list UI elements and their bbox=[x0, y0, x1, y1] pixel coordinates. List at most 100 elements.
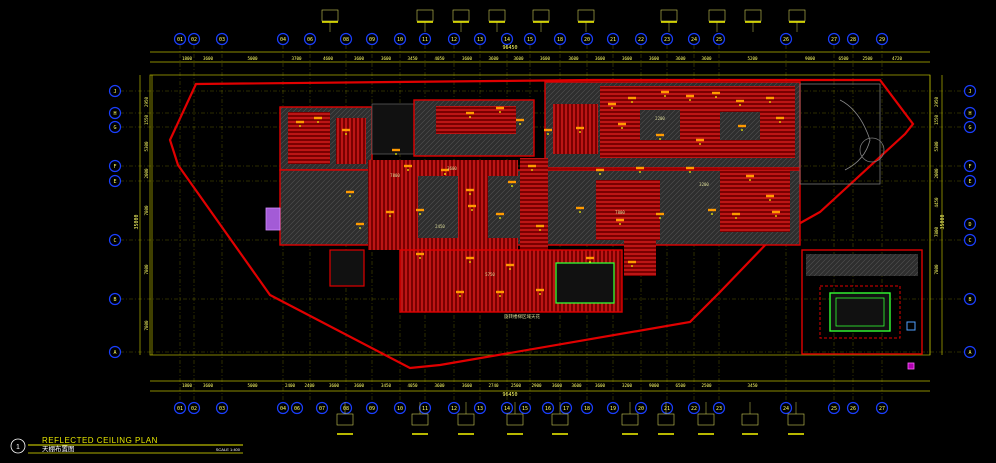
column-bubble-top-24: 24 bbox=[687, 32, 701, 46]
column-bubble-top-03: 03 bbox=[215, 32, 229, 46]
dim-top-span: 3600 bbox=[354, 56, 365, 61]
column-bubble-bottom-23-circle bbox=[712, 401, 726, 415]
fixture-dot-46 bbox=[509, 268, 511, 270]
row-bubble-left-F-circle bbox=[108, 159, 122, 173]
row-bubble-left-J: J bbox=[108, 84, 122, 98]
fixture-dot-27 bbox=[639, 171, 641, 173]
column-bubble-bottom-20-circle bbox=[634, 401, 648, 415]
dim-right-span: 2000 bbox=[934, 168, 939, 179]
column-bubble-bottom-18-label: 18 bbox=[584, 406, 590, 412]
dim-left-span: 7800 bbox=[144, 205, 149, 216]
fixture-dot-44 bbox=[419, 257, 421, 259]
fixture-40 bbox=[708, 208, 716, 212]
title-subtitle: 天棚布置图 bbox=[42, 444, 75, 453]
fixture-39 bbox=[656, 212, 664, 216]
callout-top-0 bbox=[321, 9, 339, 22]
room-tag-6: 3200 bbox=[699, 182, 709, 187]
column-bubble-top-03-label: 03 bbox=[219, 37, 225, 43]
fixture-20 bbox=[776, 116, 784, 120]
fixture-dot-1 bbox=[317, 121, 319, 123]
row-bubble-right-D-circle bbox=[963, 217, 977, 231]
fixture-dot-24 bbox=[511, 185, 513, 187]
row-bubble-left-E: E bbox=[108, 174, 122, 188]
column-bubble-top-27: 27 bbox=[827, 32, 841, 46]
fixture-3 bbox=[392, 148, 400, 152]
row-bubble-left-G: G bbox=[108, 120, 122, 134]
row-bubble-left-H-label: H bbox=[113, 111, 116, 117]
column-bubble-top-12: 12 bbox=[447, 32, 461, 46]
row-bubble-right-A-label: A bbox=[968, 350, 971, 356]
dim-top-span: 3600 bbox=[622, 56, 633, 61]
dim-bottom-span: 3600 bbox=[434, 383, 445, 388]
column-bubble-bottom-02: 02 bbox=[187, 401, 201, 415]
dim-top-span: 3600 bbox=[568, 56, 579, 61]
callout-bottom-6 bbox=[657, 413, 675, 426]
column-bubble-bottom-19-circle bbox=[606, 401, 620, 415]
column-bubble-top-08: 08 bbox=[339, 32, 353, 46]
ceiling-zones bbox=[265, 81, 885, 313]
column-bubble-top-18: 18 bbox=[553, 32, 567, 46]
column-bubble-bottom-19-label: 19 bbox=[610, 406, 616, 412]
column-bubble-bottom-16-circle bbox=[541, 401, 555, 415]
dim-left-span: 2950 bbox=[144, 96, 149, 107]
dim-top-span: 2500 bbox=[862, 56, 873, 61]
fixture-dot-15 bbox=[769, 101, 771, 103]
row-bubble-left-A-circle bbox=[108, 345, 122, 359]
fixture-13 bbox=[712, 91, 720, 95]
fixture-50 bbox=[496, 290, 504, 294]
column-bubble-bottom-25-circle bbox=[827, 401, 841, 415]
dim-top-span: 3700 bbox=[291, 56, 302, 61]
column-bubble-top-29-label: 29 bbox=[879, 37, 885, 43]
title-block: 1 REFLECTED CEILING PLAN 天棚布置图 SCALE 1:4… bbox=[10, 436, 243, 454]
row-bubble-right-G-label: G bbox=[968, 125, 971, 131]
column-bubble-top-24-circle bbox=[687, 32, 701, 46]
column-bubble-bottom-14: 14 bbox=[500, 401, 514, 415]
column-bubble-bottom-24: 24 bbox=[779, 401, 793, 415]
fixture-2 bbox=[342, 128, 350, 132]
dim-bottom-span: 3600 bbox=[329, 383, 340, 388]
dim-top-span: 3600 bbox=[513, 56, 524, 61]
row-bubble-right-J-circle bbox=[963, 84, 977, 98]
dim-top-span: 4720 bbox=[892, 56, 903, 61]
column-bubble-bottom-24-label: 24 bbox=[783, 406, 789, 412]
fixture-dot-19 bbox=[741, 129, 743, 131]
fixture-dot-16 bbox=[621, 127, 623, 129]
dim-right-span: 7800 bbox=[934, 264, 939, 275]
dim-top-span: 3600 bbox=[203, 56, 214, 61]
fixture-24 bbox=[508, 180, 516, 184]
column-bubble-bottom-12: 12 bbox=[447, 401, 461, 415]
dim-top-span: 5200 bbox=[747, 56, 758, 61]
column-bubble-top-11: 11 bbox=[418, 32, 432, 46]
column-bubble-top-08-circle bbox=[339, 32, 353, 46]
fixture-dot-26 bbox=[599, 173, 601, 175]
column-bubble-bottom-13: 13 bbox=[473, 401, 487, 415]
fixture-dot-32 bbox=[389, 215, 391, 217]
fixture-27 bbox=[636, 166, 644, 170]
column-bubble-bottom-08-label: 08 bbox=[343, 406, 349, 412]
fixture-31 bbox=[732, 212, 740, 216]
column-bubble-top-15: 15 bbox=[523, 32, 537, 46]
callout-top-9 bbox=[788, 9, 806, 22]
fixture-dot-29 bbox=[749, 179, 751, 181]
fixture-22 bbox=[441, 168, 449, 172]
dim-right-span: 2950 bbox=[934, 96, 939, 107]
column-bubble-bottom-17-label: 17 bbox=[563, 406, 569, 412]
fixture-dot-22 bbox=[444, 173, 446, 175]
column-bubble-top-26-label: 26 bbox=[783, 37, 789, 43]
column-bubble-bottom-01: 01 bbox=[173, 401, 187, 415]
row-bubble-left-H: H bbox=[108, 106, 122, 120]
fixture-32 bbox=[386, 210, 394, 214]
column-bubble-top-27-label: 27 bbox=[831, 37, 837, 43]
fixture-dot-30 bbox=[769, 199, 771, 201]
row-bubble-right-B: B bbox=[963, 292, 977, 306]
dim-top-span: 5000 bbox=[247, 56, 258, 61]
column-bubble-top-25-label: 25 bbox=[716, 37, 722, 43]
dim-top-span: 3600 bbox=[488, 56, 499, 61]
fixture-dot-43 bbox=[359, 227, 361, 229]
callout-bottom-7 bbox=[697, 413, 715, 426]
fixture-dot-21 bbox=[407, 169, 409, 171]
row-bubble-left-C-label: C bbox=[113, 238, 116, 244]
column-bubble-top-06: 06 bbox=[303, 32, 317, 46]
column-bubble-bottom-02-circle bbox=[187, 401, 201, 415]
dim-bottom-span: 3600 bbox=[354, 383, 365, 388]
